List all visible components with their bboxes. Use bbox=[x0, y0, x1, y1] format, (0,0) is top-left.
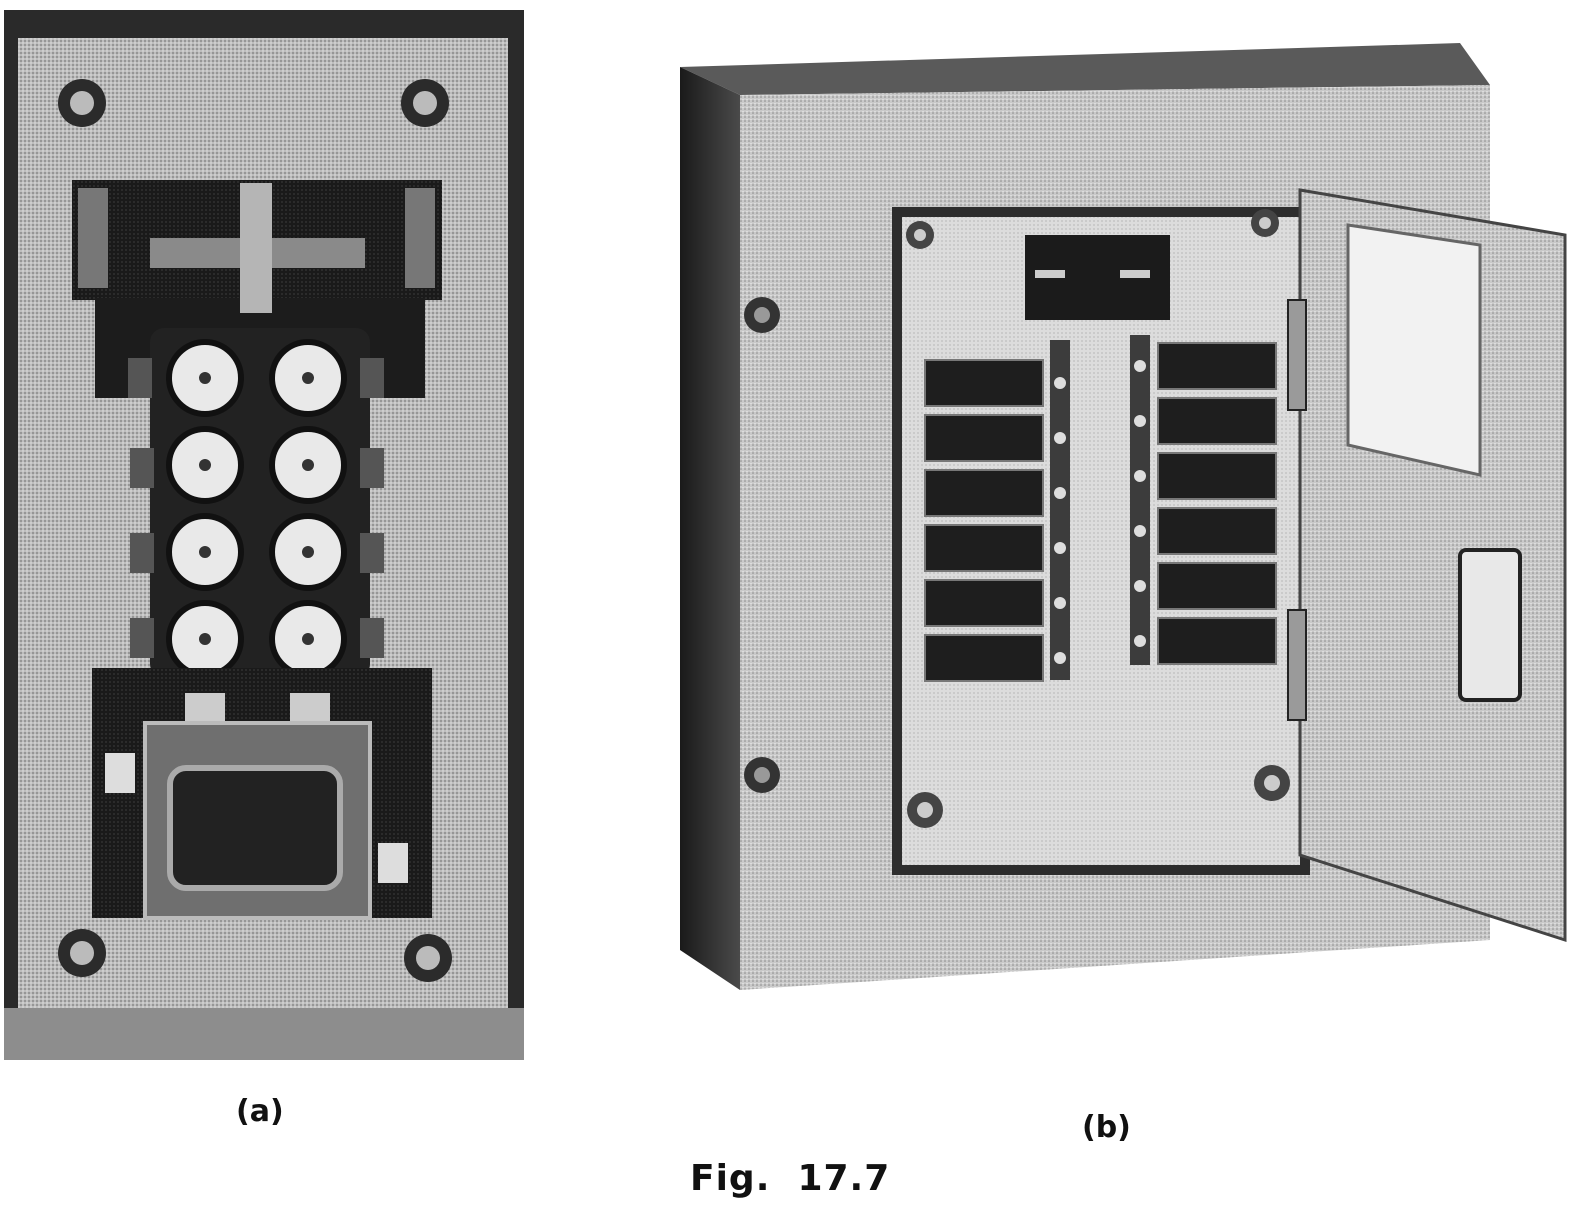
breaker-grid bbox=[924, 342, 1277, 682]
mounting-holes bbox=[58, 79, 452, 982]
fuse-center bbox=[302, 633, 314, 645]
breaker-switch bbox=[1157, 397, 1277, 445]
indicator-lamp bbox=[1054, 652, 1066, 664]
indicator-lamp bbox=[1054, 432, 1066, 444]
cabinet-side bbox=[680, 67, 740, 990]
fuse-center bbox=[199, 372, 211, 384]
fuse-box-illustration bbox=[4, 10, 524, 1060]
breaker-switch bbox=[1157, 562, 1277, 610]
door-latch bbox=[1458, 548, 1522, 702]
indicator-lamp bbox=[1054, 542, 1066, 554]
indicator-lamp bbox=[1134, 470, 1146, 482]
fuse-box-photo bbox=[0, 8, 540, 1068]
breaker-panel-photo bbox=[680, 35, 1596, 995]
door-card-holder bbox=[1346, 223, 1482, 477]
fuse-center bbox=[302, 546, 314, 558]
breaker-switch bbox=[924, 634, 1044, 682]
side-terminals bbox=[128, 358, 384, 658]
indicator-lamp bbox=[1134, 360, 1146, 372]
cabinet-screws bbox=[744, 297, 780, 793]
indicator-lamp bbox=[1134, 525, 1146, 537]
breaker-switch bbox=[924, 524, 1044, 572]
fuse-center bbox=[199, 546, 211, 558]
fuse-center bbox=[302, 372, 314, 384]
figure-caption: Fig. 17.7 bbox=[690, 1158, 891, 1199]
breaker-switch bbox=[924, 359, 1044, 407]
fuse-center bbox=[302, 459, 314, 471]
door-hinges bbox=[1287, 299, 1307, 721]
indicator-lamp bbox=[1134, 415, 1146, 427]
fuse-center bbox=[199, 459, 211, 471]
indicator-strip-left bbox=[1050, 340, 1070, 680]
indicator-lamp bbox=[1134, 635, 1146, 647]
indicator-lamp bbox=[1134, 580, 1146, 592]
caption-panel-b: (b) bbox=[1082, 1110, 1131, 1145]
main-switch-block bbox=[92, 668, 432, 920]
breaker-switch bbox=[924, 469, 1044, 517]
indicator-strip-right bbox=[1130, 335, 1150, 665]
caption-panel-a: (a) bbox=[236, 1094, 284, 1129]
indicator-lamp bbox=[1054, 377, 1066, 389]
cabinet-top bbox=[680, 43, 1490, 95]
breaker-switch bbox=[1157, 507, 1277, 555]
indicator-lamp bbox=[1054, 597, 1066, 609]
fuse-center bbox=[199, 633, 211, 645]
breaker-switch bbox=[924, 579, 1044, 627]
fuse-grid bbox=[150, 328, 370, 678]
breaker-switch bbox=[1157, 452, 1277, 500]
breaker-switch bbox=[1157, 342, 1277, 390]
panel-screws bbox=[906, 209, 1290, 828]
indicator-lamp bbox=[1054, 487, 1066, 499]
breaker-panel-illustration bbox=[680, 43, 1567, 990]
breaker-switch bbox=[924, 414, 1044, 462]
breaker-switch bbox=[1157, 617, 1277, 665]
